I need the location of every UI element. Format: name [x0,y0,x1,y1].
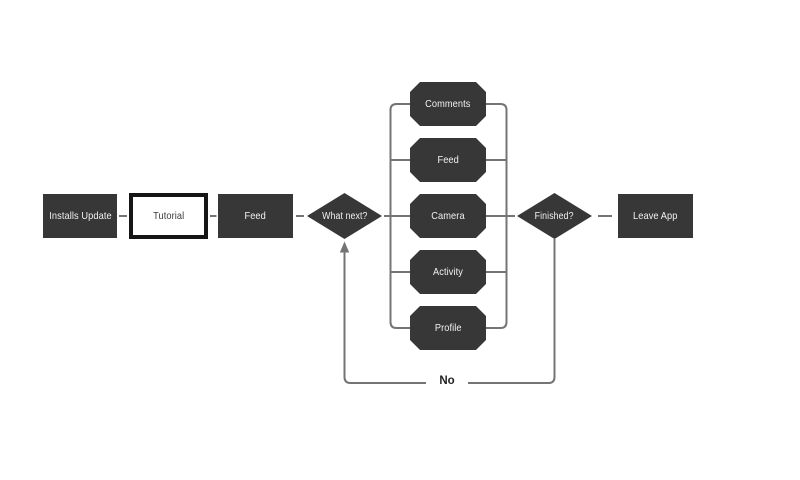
node-installs-update: Installs Update [43,194,117,238]
node-profile: Profile [410,306,486,350]
node-label: Feed [437,154,459,166]
node-feed-main: Feed [218,194,293,238]
node-leave-app: Leave App [618,194,693,238]
node-label: Leave App [633,210,678,222]
arrowhead-up-icon [339,241,350,253]
node-label: Activity [433,266,463,278]
no-loop-label: No [426,375,468,387]
node-label: Camera [431,210,465,222]
node-activity: Activity [410,250,486,294]
left-option-rail [389,103,410,329]
node-label: Feed [244,210,267,222]
node-tutorial: Tutorial [129,193,208,239]
node-label: Profile [434,322,462,334]
node-label: Comments [425,98,471,110]
edge-no-loop [339,239,556,384]
node-camera: Camera [410,194,486,238]
right-option-rail [486,103,508,329]
node-label: Installs Update [48,210,112,222]
node-label: Tutorial [152,210,185,222]
node-feed-option: Feed [410,138,486,182]
node-comments: Comments [410,82,486,126]
node-label: What next? [321,210,368,222]
node-label: Finished? [535,210,574,222]
